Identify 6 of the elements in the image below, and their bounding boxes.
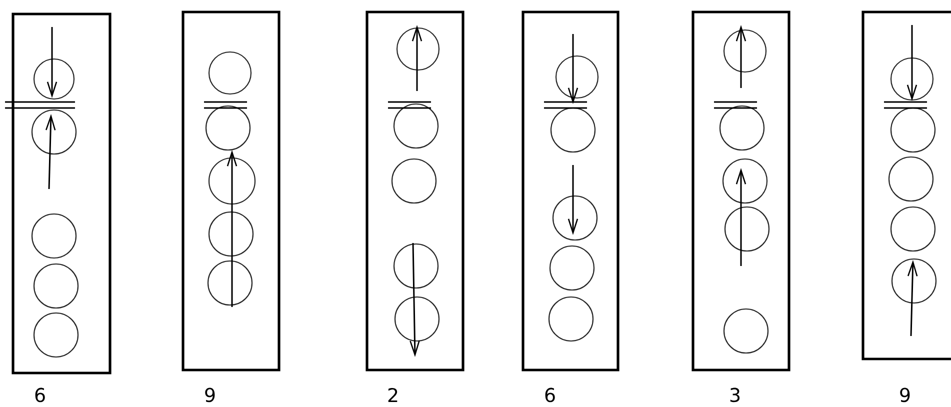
digit-label: 2 [388,388,398,402]
digit-label: 9 [205,388,215,402]
digit-label: 9 [900,388,910,402]
digit-label: 6 [35,388,45,402]
digit-label: 3 [730,388,740,402]
digit-label: 6 [545,388,555,402]
